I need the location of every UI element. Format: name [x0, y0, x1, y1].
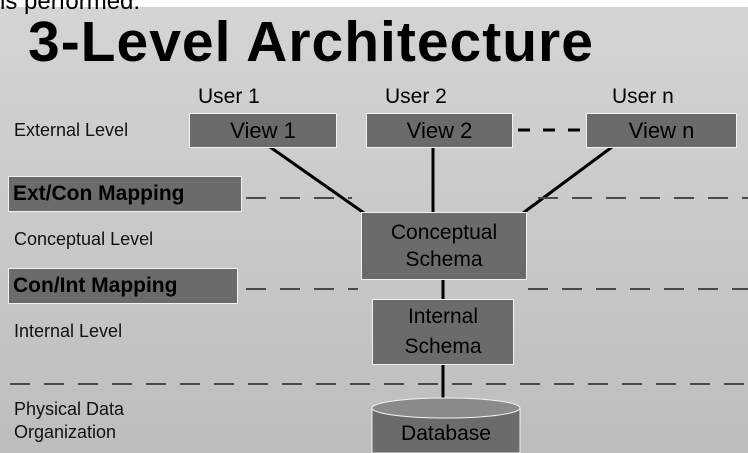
view-2-box: View 2 [366, 113, 513, 148]
view1-connector [269, 145, 365, 215]
view-2-label: View 2 [406, 117, 473, 143]
ext-con-mapping-box: Ext/Con Mapping [8, 176, 242, 212]
cropped-caption-text: is performed. [0, 0, 141, 15]
view-1-label: View 1 [230, 117, 296, 143]
view-1-box: View 1 [189, 113, 337, 148]
user-1-label: User 1 [198, 85, 260, 108]
database-cylinder-icon [371, 397, 521, 453]
ext-con-mapping-label: Ext/Con Mapping [13, 182, 185, 205]
viewn-connector [522, 145, 613, 215]
internal-schema-box: Internal Schema [372, 299, 514, 365]
database-label: Database [401, 422, 491, 445]
slide-title: 3-Level Architecture [28, 10, 594, 74]
conceptual-schema-label-line2: Schema [405, 248, 483, 271]
user-n-label: User n [612, 85, 674, 108]
physical-level-label-line2: Organization [14, 422, 117, 442]
conceptual-level-label: Conceptual Level [14, 229, 154, 249]
con-int-mapping-box: Con/Int Mapping [8, 268, 238, 304]
user-2-label: User 2 [385, 85, 447, 108]
external-level-label: External Level [14, 120, 129, 140]
conceptual-schema-box: Conceptual Schema [361, 212, 527, 280]
internal-schema-label-line2: Schema [404, 335, 482, 358]
internal-level-label: Internal Level [14, 321, 123, 341]
view-n-box: View n [586, 113, 737, 148]
internal-schema-label-line1: Internal [407, 305, 479, 328]
conceptual-schema-label-line1: Conceptual [390, 221, 498, 244]
physical-level-label-line1: Physical Data [14, 399, 125, 419]
view-n-label: View n [628, 117, 695, 143]
con-int-mapping-label: Con/Int Mapping [13, 274, 178, 297]
